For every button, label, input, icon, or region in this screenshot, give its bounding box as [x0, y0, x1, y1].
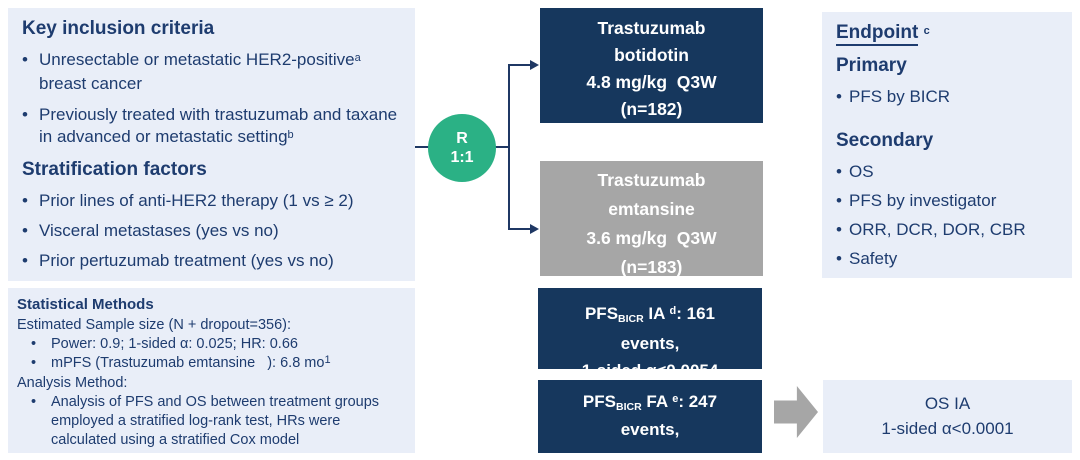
bullet-text: ORR, DCR, DOR, CBR — [849, 220, 1026, 239]
bullet-icon: • — [31, 394, 37, 410]
bullet-text: Unresectable or metastatic HER2-positive… — [39, 50, 361, 93]
bullet-text: Visceral metastases (yes vs no) — [39, 221, 279, 240]
bullet-text: Safety — [849, 249, 898, 268]
spacer — [836, 115, 1064, 130]
bullet-icon: • — [836, 191, 842, 210]
reference-marker: 1 — [324, 354, 331, 366]
list-item: • Unresectable or metastatic HER2-positi… — [22, 49, 407, 95]
list-item: • Prior pertuzumab treatment (yes vs no) — [22, 250, 407, 272]
connector-line — [508, 64, 510, 230]
stratification-title: Stratification factors — [22, 159, 207, 180]
arm-dose: 3.6 mg/kg Q3W — [586, 228, 717, 248]
bullet-icon: • — [22, 105, 28, 124]
arm-botidotin-box: Trastuzumab botidotin 4.8 mg/kg Q3W (n=1… — [540, 8, 763, 123]
bullet-text: Prior pertuzumab treatment (yes vs no) — [39, 251, 334, 270]
list-item: • PFS by investigator — [836, 190, 1064, 211]
arm-n: (n=183) — [620, 257, 683, 276]
list-item: • OS — [836, 161, 1064, 182]
list-item: • Prior lines of anti-HER2 therapy (1 vs… — [22, 190, 407, 212]
os-ia-box: OS IA 1-sided α<0.0001 — [823, 380, 1072, 453]
analysis-method-label: Analysis Method: — [17, 375, 128, 391]
bullet-text: OS — [849, 162, 874, 181]
bullet-text: PFS by BICR — [849, 87, 951, 106]
arm-emtansine-box: Trastuzumab emtansine 3.6 mg/kg Q3W (n=1… — [540, 161, 763, 276]
pfs-ia-line3-clipped: 1-sided α<0.0054 — [538, 357, 762, 369]
footnote-marker: b — [287, 129, 294, 141]
arm-drug-name: emtansine — [608, 199, 695, 219]
footnote-marker: c — [923, 25, 930, 37]
endpoints-title: Endpoint c — [836, 22, 1064, 46]
primary-label: Primary — [836, 55, 907, 76]
footnote-marker: d — [669, 305, 677, 317]
sample-size-label: Estimated Sample size (N + dropout=356): — [17, 317, 292, 333]
list-item: • ORR, DCR, DOR, CBR — [836, 219, 1064, 240]
bullet-text: Power: 0.9; 1-sided α: 0.025; HR: 0.66 — [51, 336, 298, 352]
block-arrow-icon — [774, 386, 818, 438]
pfs-ia-box: PFSBICR IA d: 161 events, 1-sided α<0.00… — [538, 288, 762, 369]
bicr-subscript: BICR — [618, 313, 644, 325]
arm-dose: 4.8 mg/kg Q3W — [586, 72, 717, 92]
bullet-text: Previously treated with trastuzumab and … — [39, 105, 398, 146]
bullet-icon: • — [31, 336, 37, 352]
pfs-fa-box: PFSBICR FA e: 247 events, — [538, 380, 762, 453]
bullet-icon: • — [31, 355, 37, 371]
pfs-ia-line1: PFSBICR IA d: 161 — [584, 304, 716, 325]
endpoints-panel: Endpoint c Primary • PFS by BICR Seconda… — [822, 12, 1072, 278]
randomization-ratio: 1:1 — [450, 149, 474, 166]
bullet-icon: • — [22, 50, 28, 69]
arm-drug-name: Trastuzumab — [597, 18, 706, 38]
footnote-marker: e — [672, 393, 679, 405]
bullet-text: PFS by investigator — [849, 191, 997, 210]
statistical-methods-panel: Statistical Methods Estimated Sample siz… — [8, 288, 415, 453]
bullet-icon: • — [836, 249, 842, 268]
arrowhead-icon — [530, 224, 539, 234]
bullet-icon: • — [836, 220, 842, 239]
os-ia-title: OS IA — [924, 394, 971, 413]
bullet-text: Prior lines of anti-HER2 therapy (1 vs ≥… — [39, 191, 354, 210]
list-item: • Previously treated with trastuzumab an… — [22, 104, 407, 150]
randomization-letter: R — [456, 130, 468, 147]
arrowhead-icon — [530, 60, 539, 70]
connector-line — [509, 64, 530, 66]
bullet-icon: • — [836, 87, 842, 106]
pfs-fa-line1: PFSBICR FA e: 247 — [582, 392, 718, 413]
statistical-methods-title: Statistical Methods — [17, 296, 154, 313]
list-item: • Analysis of PFS and OS between treatme… — [17, 393, 409, 450]
list-item: • Visceral metastases (yes vs no) — [22, 220, 407, 242]
os-ia-alpha: 1-sided α<0.0001 — [881, 419, 1014, 438]
list-item: • Safety — [836, 248, 1064, 269]
connector-line — [415, 146, 429, 148]
bicr-subscript: BICR — [615, 401, 642, 413]
bullet-icon: • — [22, 251, 28, 270]
bullet-text: mPFS (Trastuzumab emtansine ): 6.8 mo1 — [51, 354, 331, 371]
bullet-icon: • — [836, 162, 842, 181]
list-item: • Power: 0.9; 1-sided α: 0.025; HR: 0.66 — [17, 335, 409, 354]
list-item: • mPFS (Trastuzumab emtansine ): 6.8 mo1 — [17, 354, 409, 374]
pfs-fa-line2: events, — [620, 420, 680, 439]
arm-n: (n=182) — [620, 99, 683, 119]
arm-drug-name: botidotin — [614, 45, 689, 65]
bullet-icon: • — [22, 191, 28, 210]
key-inclusion-panel: Key inclusion criteria • Unresectable or… — [8, 8, 415, 281]
bullet-text: Analysis of PFS and OS between treatment… — [51, 394, 380, 448]
connector-line — [495, 146, 509, 148]
connector-line — [509, 228, 530, 230]
list-item: • PFS by BICR — [836, 86, 1064, 107]
bullet-icon: • — [22, 221, 28, 240]
key-inclusion-title: Key inclusion criteria — [22, 18, 215, 39]
randomization-circle: R 1:1 — [428, 114, 496, 182]
arm-drug-name: Trastuzumab — [597, 170, 706, 190]
footnote-marker: a — [354, 52, 361, 64]
secondary-label: Secondary — [836, 130, 934, 151]
pfs-ia-line2: events, — [620, 334, 680, 353]
